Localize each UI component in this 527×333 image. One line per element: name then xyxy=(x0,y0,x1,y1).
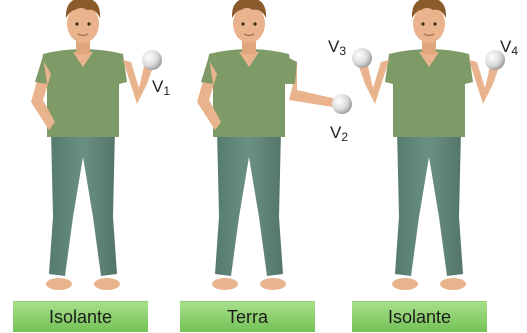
label-v3-sub: 3 xyxy=(339,44,347,58)
sphere-v3 xyxy=(352,48,372,68)
label-v2-letter: V xyxy=(330,123,342,142)
label-v1-letter: V xyxy=(152,77,164,96)
base-label-2: Terra xyxy=(226,307,268,327)
label-v4-letter: V xyxy=(500,37,512,56)
base-label-3: Isolante xyxy=(387,307,452,327)
sphere-v1 xyxy=(142,50,162,70)
boy-1-figure xyxy=(31,0,153,291)
sphere-v2 xyxy=(332,94,352,114)
base-terra: Terra xyxy=(180,301,315,332)
base-label-1: Isolante xyxy=(48,307,113,327)
label-v1-sub: 1 xyxy=(163,84,171,98)
base-isolante-1: Isolante xyxy=(13,301,148,332)
sphere-v4 xyxy=(485,50,505,70)
label-v4: V4 xyxy=(500,38,518,57)
label-v2: V2 xyxy=(330,124,348,143)
label-v3-letter: V xyxy=(328,37,340,56)
boy-3-figure xyxy=(359,0,499,291)
label-v4-sub: 4 xyxy=(511,44,519,58)
label-v1: V1 xyxy=(152,78,170,97)
boy-2-figure xyxy=(197,0,341,291)
base-isolante-2: Isolante xyxy=(352,301,487,332)
label-v2-sub: 2 xyxy=(341,130,349,144)
label-v3: V3 xyxy=(328,38,346,57)
